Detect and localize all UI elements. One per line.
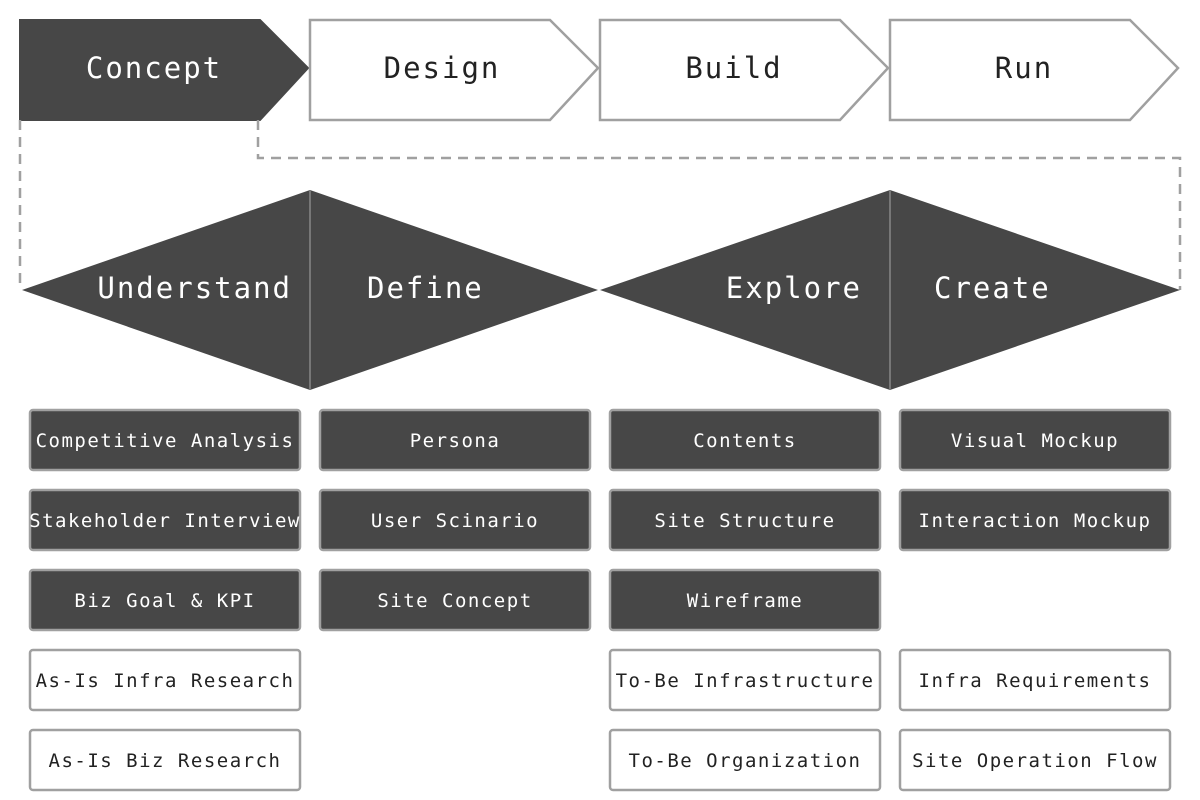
task-box: Persona (318, 408, 592, 472)
task-box-filled (28, 488, 302, 552)
task-label: Stakeholder Interview (29, 510, 301, 532)
task-box: Competitive Analysis (28, 408, 302, 472)
task-box: Site Structure (608, 488, 882, 552)
task-label: Persona (410, 430, 501, 452)
task-box-filled (318, 568, 592, 632)
stage-build-arrow (598, 18, 890, 122)
stage-run: Run (888, 18, 1180, 122)
task-box-outline (608, 728, 882, 792)
task-box: To-Be Infrastructure (608, 648, 882, 712)
diamond-2 (600, 190, 1180, 390)
task-label: Infra Requirements (919, 670, 1152, 692)
task-box: Contents (608, 408, 882, 472)
phase-explore-shape (600, 190, 890, 390)
task-box: Wireframe (608, 568, 882, 632)
task-box-filled (608, 408, 882, 472)
stage-design-label: Design (384, 51, 501, 85)
task-box: Infra Requirements (898, 648, 1172, 712)
task-box-filled (898, 488, 1172, 552)
stage-concept: Concept (19, 19, 310, 121)
phase-create-label: Create (934, 271, 1051, 305)
task-label: Interaction Mockup (919, 510, 1152, 532)
stage-build-label: Build (685, 51, 782, 85)
diamond-1 (22, 190, 598, 390)
task-box-outline (608, 648, 882, 712)
stage-concept-label: Concept (86, 51, 222, 85)
stage-concept-arrow (19, 19, 310, 121)
task-box-filled (898, 408, 1172, 472)
task-box-outline (898, 728, 1172, 792)
task-box: Visual Mockup (898, 408, 1172, 472)
task-box: Site Operation Flow (898, 728, 1172, 792)
task-label: Site Operation Flow (912, 750, 1158, 772)
task-label: Site Structure (654, 510, 835, 532)
task-label: Biz Goal & KPI (74, 590, 255, 612)
task-box: As-Is Biz Research (28, 728, 302, 792)
stage-run-label: Run (995, 51, 1053, 85)
task-label: As-Is Biz Research (49, 750, 282, 772)
task-label: Contents (693, 430, 797, 452)
stage-design: Design (308, 18, 600, 122)
task-box-outline (28, 728, 302, 792)
phase-explore-label: Explore (726, 271, 862, 305)
task-box-filled (608, 488, 882, 552)
task-box: User Scinario (318, 488, 592, 552)
task-label: As-Is Infra Research (36, 670, 295, 692)
phase-understand-label: Understand (97, 271, 292, 305)
stage-design-arrow (308, 18, 600, 122)
task-box-filled (318, 408, 592, 472)
phase-understand-shape (22, 190, 310, 390)
task-box-outline (898, 648, 1172, 712)
task-box: As-Is Infra Research (28, 648, 302, 712)
task-box: Biz Goal & KPI (28, 568, 302, 632)
task-label: Competitive Analysis (36, 430, 295, 452)
stage-build: Build (598, 18, 890, 122)
task-box-filled (28, 568, 302, 632)
task-box-filled (28, 408, 302, 472)
task-box: To-Be Organization (608, 728, 882, 792)
task-box: Interaction Mockup (898, 488, 1172, 552)
task-box-filled (318, 488, 592, 552)
stage-run-arrow (888, 18, 1180, 122)
task-box-outline (28, 648, 302, 712)
task-label: Visual Mockup (951, 430, 1119, 452)
task-box-filled (608, 568, 882, 632)
task-label: Wireframe (687, 590, 803, 612)
task-box: Stakeholder Interview (28, 488, 302, 552)
phase-create-shape (890, 190, 1180, 390)
phase-define-label: Define (367, 271, 484, 305)
phase-define-shape (310, 190, 598, 390)
expansion-bracket (18, 120, 1182, 290)
task-box: Site Concept (318, 568, 592, 632)
task-label: To-Be Organization (629, 750, 862, 772)
task-label: User Scinario (371, 510, 539, 532)
task-label: Site Concept (377, 590, 532, 612)
task-label: To-Be Infrastructure (616, 670, 875, 692)
